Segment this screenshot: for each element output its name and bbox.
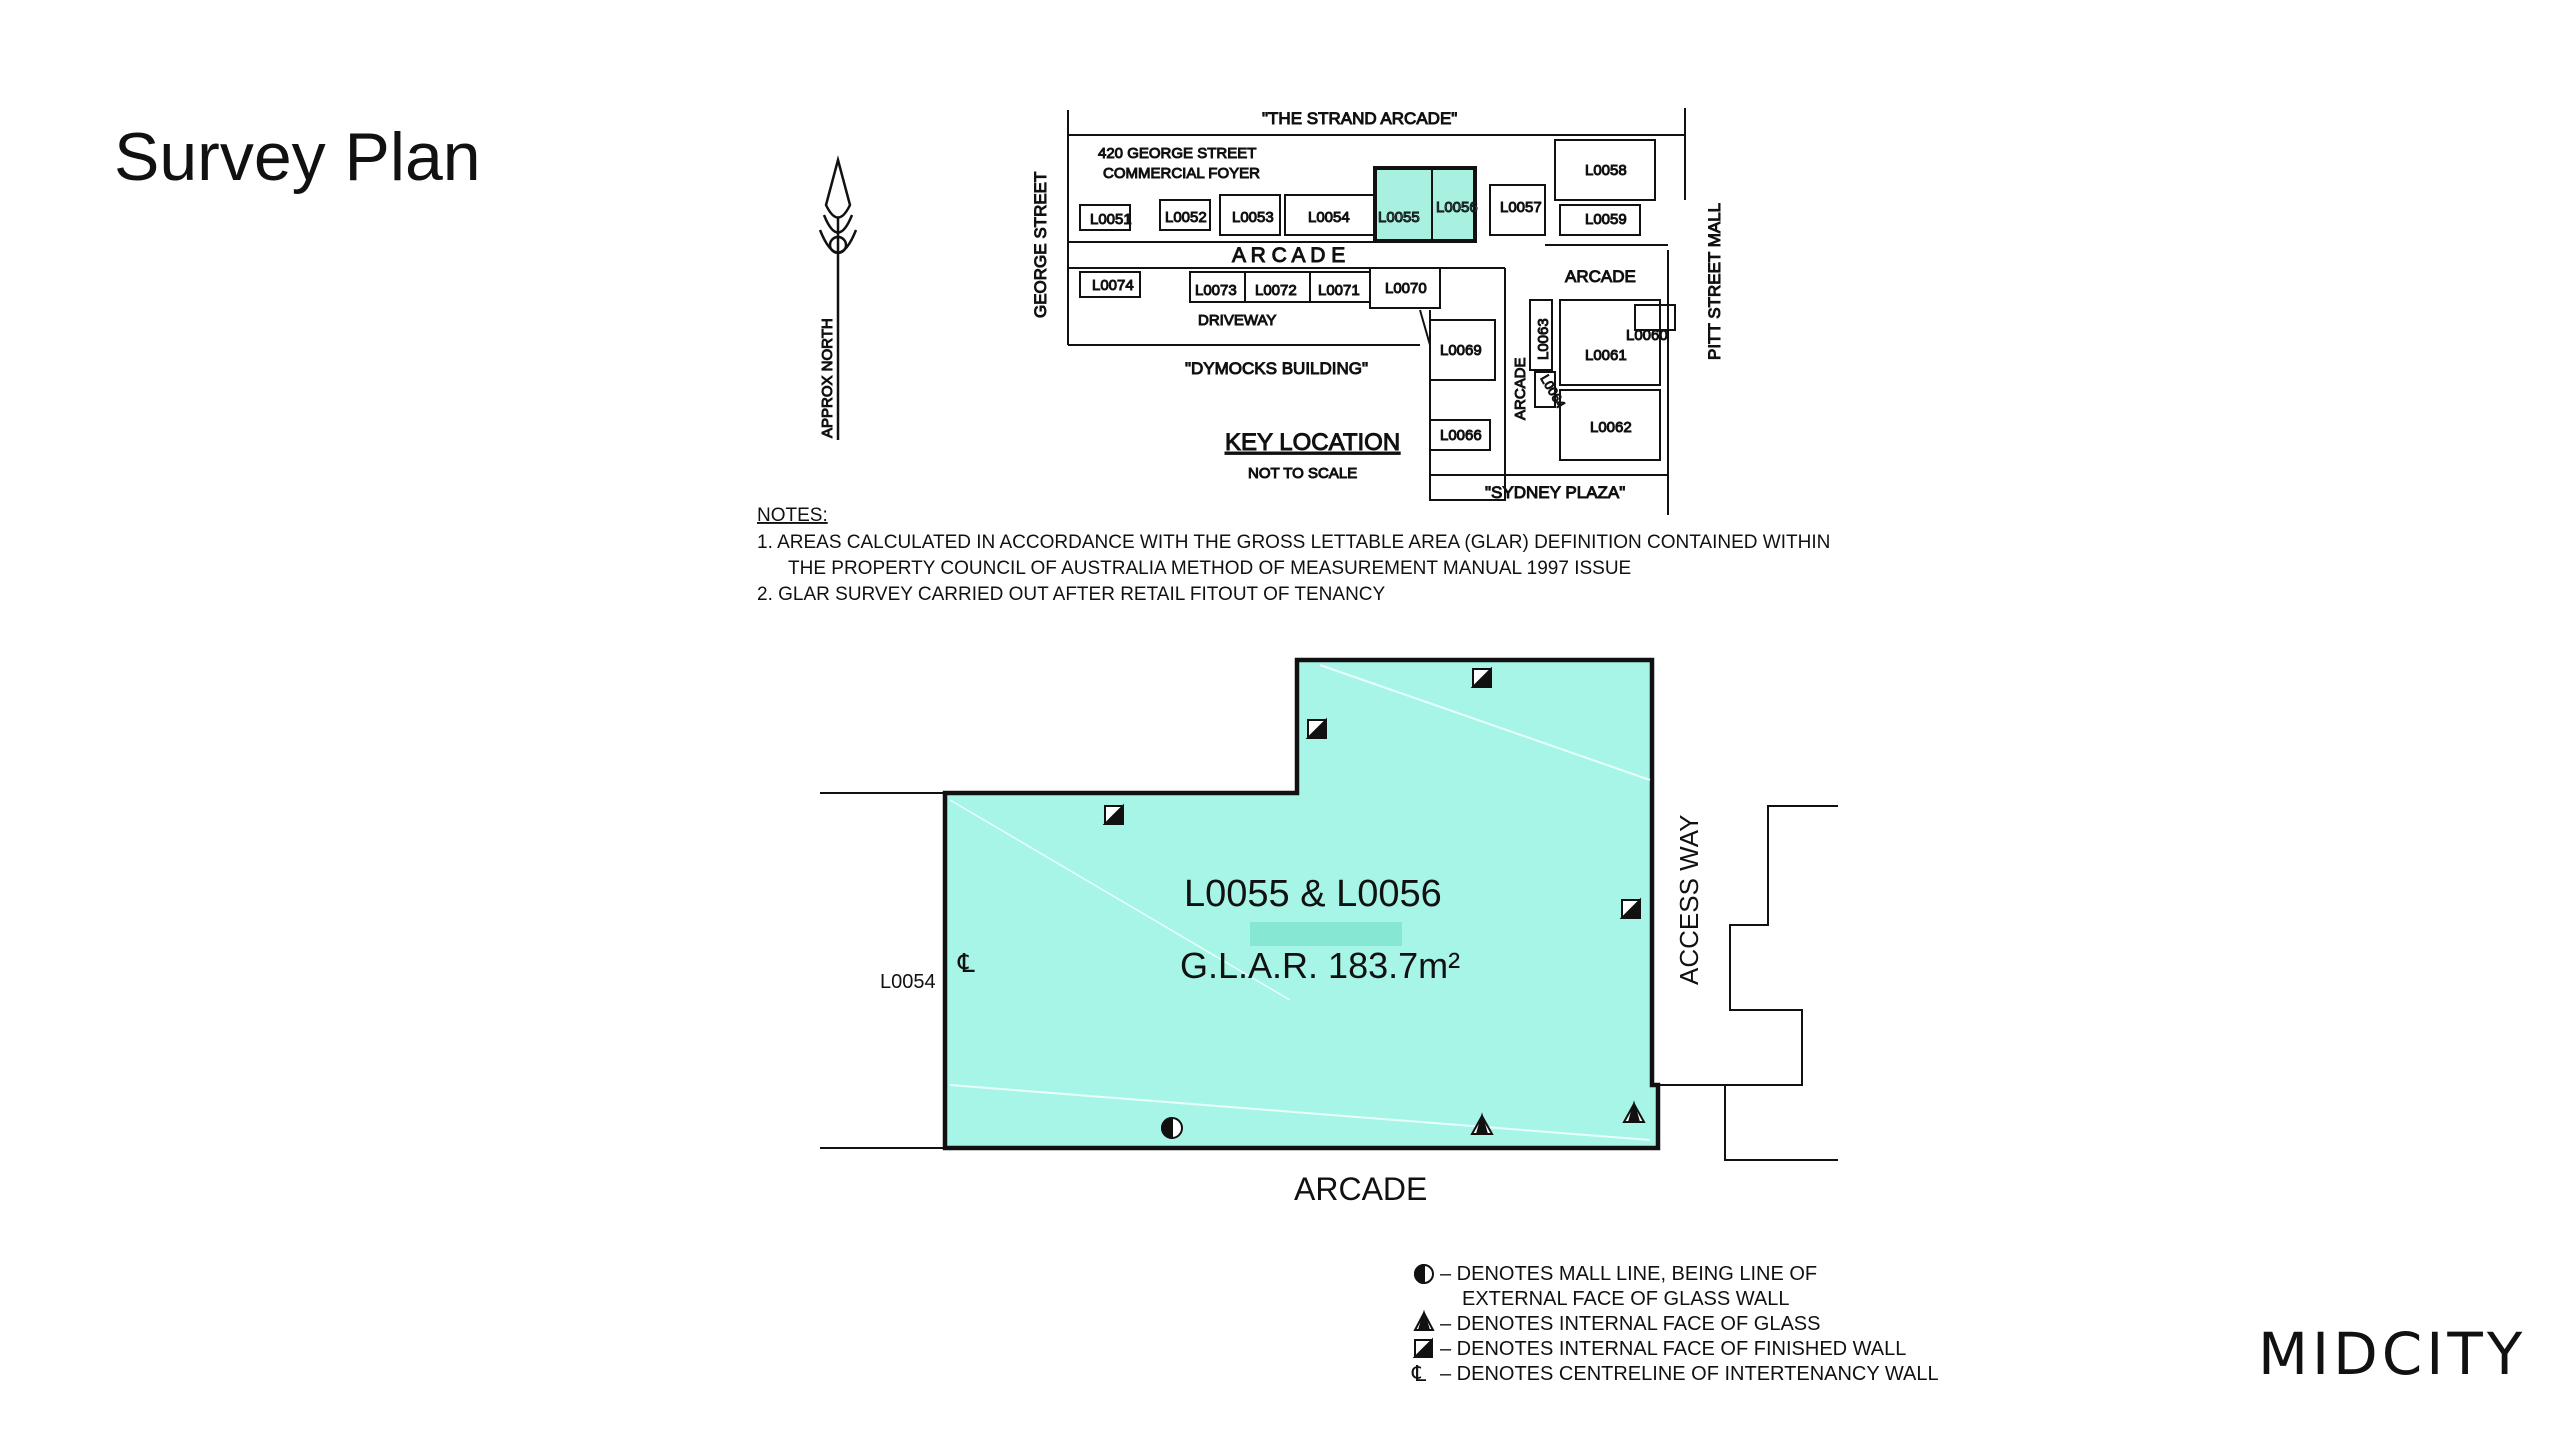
lot-label: L0060: [1626, 327, 1668, 344]
finished-wall-icon: [1470, 666, 1492, 688]
area-label: G.L.A.R. 183.7m²: [1180, 945, 1460, 986]
legend-item: EXTERNAL FACE OF GLASS WALL: [1462, 1288, 1790, 1310]
lot-label: L0053: [1232, 209, 1274, 226]
lot-label: L0064: [1537, 372, 1568, 411]
neighbour-label: L0054: [880, 971, 936, 993]
arcade-vertical-label: ARCADE: [1512, 357, 1529, 420]
lot-label: L0070: [1385, 280, 1427, 297]
mall-line-icon: [1414, 1263, 1434, 1285]
not-to-scale-label: NOT TO SCALE: [1248, 465, 1357, 482]
finished-wall-icon: [1305, 717, 1327, 739]
lot-label: L0072: [1255, 282, 1297, 299]
lot-label: L0074: [1092, 277, 1134, 294]
lot-label: L0051: [1090, 211, 1132, 228]
legend-item: – DENOTES INTERNAL FACE OF GLASS: [1440, 1313, 1820, 1335]
centreline-icon: ℄: [957, 948, 975, 978]
lot-label: L0069: [1440, 342, 1482, 359]
plan-markers: ℄: [957, 666, 1646, 1140]
glass-face-icon: [1622, 1100, 1646, 1123]
lot-label: L0063: [1535, 318, 1552, 360]
glass-face-icon: [1470, 1112, 1494, 1135]
lot-label: L0059: [1585, 211, 1627, 228]
finished-wall-icon: [1102, 803, 1124, 825]
finished-wall-icon: [1412, 1337, 1433, 1358]
foyer-label-2: COMMERCIAL FOYER: [1103, 165, 1260, 182]
lot-label: L0054: [1308, 209, 1350, 226]
lot-label: L0056: [1436, 199, 1478, 216]
strand-arcade-label: "THE STRAND ARCADE": [1262, 109, 1457, 128]
north-arrow-icon: [818, 155, 858, 440]
lot-label: L0052: [1165, 209, 1207, 226]
midcity-logo: MIDCITY: [2258, 1320, 2527, 1388]
sydney-plaza-label: "SYDNEY PLAZA": [1485, 483, 1625, 502]
notes-line-2: THE PROPERTY COUNCIL OF AUSTRALIA METHOD…: [788, 558, 1631, 579]
mall-line-icon: [1161, 1116, 1183, 1140]
tenancy-label: L0055 & L0056: [1184, 873, 1442, 915]
lot-label: L0061: [1585, 347, 1627, 364]
north-label: APPROX NORTH: [819, 318, 836, 438]
legend: ℄ – DENOTES MALL LINE, BEING LINE OF EXT…: [1411, 1263, 1939, 1386]
glass-face-icon: [1413, 1309, 1435, 1331]
legend-item: – DENOTES INTERNAL FACE OF FINISHED WALL: [1440, 1338, 1906, 1360]
notes-heading: NOTES:: [757, 505, 828, 526]
lot-label: L0073: [1195, 282, 1237, 299]
driveway-label: DRIVEWAY: [1198, 312, 1276, 329]
dymocks-label: "DYMOCKS BUILDING": [1185, 359, 1368, 378]
access-way-label: ACCESS WAY: [1674, 815, 1704, 985]
arcade-main-label: A R C A D E: [1232, 244, 1345, 267]
page-title: Survey Plan: [114, 119, 481, 195]
bottom-arcade-label: ARCADE: [1294, 1171, 1427, 1207]
floor-plan: [820, 657, 1838, 1161]
george-street-label: GEORGE STREET: [1031, 172, 1050, 318]
foyer-label-1: 420 GEORGE STREET: [1098, 145, 1256, 162]
legend-item: – DENOTES MALL LINE, BEING LINE OF: [1440, 1263, 1817, 1285]
tenancy-area: [942, 657, 1661, 1151]
notes-line-1: 1. AREAS CALCULATED IN ACCORDANCE WITH T…: [757, 532, 1830, 553]
lot-label: L0058: [1585, 162, 1627, 179]
arcade-right-label: ARCADE: [1565, 267, 1636, 286]
pitt-street-label: PITT STREET MALL: [1705, 203, 1724, 360]
key-location-heading: KEY LOCATION: [1225, 429, 1400, 456]
legend-item: – DENOTES CENTRELINE OF INTERTENANCY WAL…: [1440, 1363, 1939, 1385]
centreline-icon: ℄: [1411, 1361, 1427, 1386]
key-highlight-l0055-l0056: [1373, 166, 1477, 243]
lot-label: L0071: [1318, 282, 1360, 299]
lot-label: L0055: [1378, 209, 1420, 226]
lot-label: L0057: [1500, 199, 1542, 216]
lot-label: L0066: [1440, 427, 1482, 444]
notes-line-3: 2. GLAR SURVEY CARRIED OUT AFTER RETAIL …: [757, 584, 1386, 605]
lot-label: L0062: [1590, 419, 1632, 436]
finished-wall-icon: [1619, 897, 1641, 919]
notes-block: NOTES: 1. AREAS CALCULATED IN ACCORDANCE…: [757, 505, 1830, 605]
key-location-map: [1067, 108, 1686, 515]
